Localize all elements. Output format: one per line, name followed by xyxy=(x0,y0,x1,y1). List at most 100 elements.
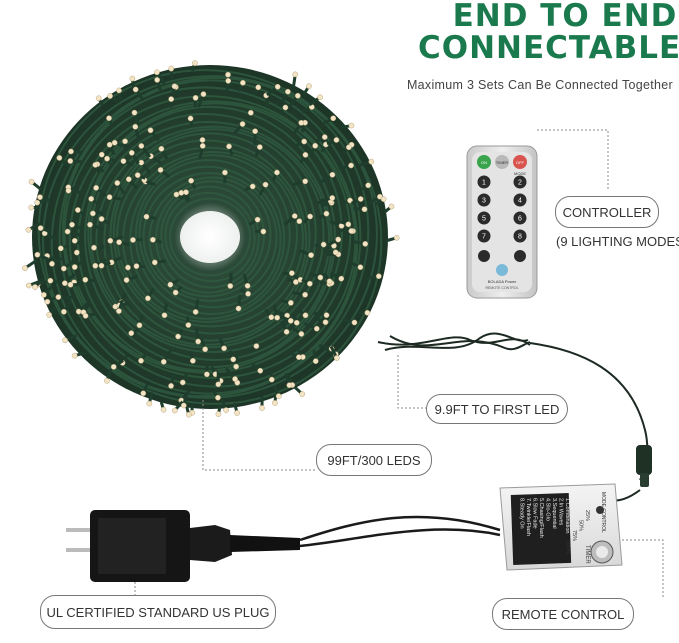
led-bulb xyxy=(98,151,105,158)
led-bulb xyxy=(362,241,369,247)
led-bulb xyxy=(125,264,131,271)
led-bulb xyxy=(147,127,154,134)
led-bulb xyxy=(132,123,139,130)
led-bulb xyxy=(98,216,105,222)
led-bulb xyxy=(69,221,75,228)
led-bulb xyxy=(348,122,355,129)
led-bulb xyxy=(204,371,210,378)
led-bulb xyxy=(37,225,44,231)
led-bulb xyxy=(172,289,179,296)
led-bulb xyxy=(138,357,144,364)
led-bulb xyxy=(239,121,246,127)
led-bulb xyxy=(116,308,122,314)
led-bulb xyxy=(185,322,192,328)
control-box-percent-label: 25% xyxy=(584,510,590,521)
led-bulb xyxy=(226,143,232,150)
led-bulb xyxy=(98,262,105,269)
remote-number-label: 3 xyxy=(482,198,486,205)
led-bulb xyxy=(145,295,151,302)
control-box-button-label: MODE CONTROL xyxy=(600,492,606,533)
led-bulb xyxy=(106,194,113,200)
led-bulb xyxy=(262,181,269,188)
led-bulb xyxy=(49,260,55,267)
led-bulb xyxy=(173,191,180,198)
coil-strand xyxy=(160,185,260,289)
led-bulb xyxy=(345,144,352,151)
remote-number-key xyxy=(477,175,491,189)
coil-strand xyxy=(116,146,304,328)
led-bulb xyxy=(298,119,305,126)
led-bulb xyxy=(167,281,174,288)
remote-number-label: 4 xyxy=(518,198,522,205)
led-bulb xyxy=(60,265,67,272)
led-bulb xyxy=(157,167,164,173)
led-bulb xyxy=(221,345,227,352)
led-bulb xyxy=(37,194,43,201)
led-bulb xyxy=(326,278,333,285)
led-bulb xyxy=(168,65,175,72)
led-bulb xyxy=(154,77,161,83)
led-bulb xyxy=(215,381,222,388)
led-bulb xyxy=(323,312,330,319)
led-bulb xyxy=(114,180,121,186)
led-bulb xyxy=(46,311,52,318)
remote-off-button xyxy=(513,155,527,169)
led-bulb xyxy=(133,263,140,269)
led-bulb xyxy=(56,155,63,161)
led-bulb xyxy=(125,176,132,183)
first-led-label: 9.9FT TO FIRST LED xyxy=(426,394,568,424)
led-bulb xyxy=(190,357,196,364)
led-bulb xyxy=(106,141,113,148)
led-bulb xyxy=(317,274,324,281)
led-bulb xyxy=(365,182,372,189)
led-bulb xyxy=(393,234,400,241)
control-box-mode-label: 1.Combination xyxy=(564,498,570,533)
led-bulb xyxy=(335,236,342,243)
length-label: 99FT/300 LEDS xyxy=(316,444,432,476)
led-bulb xyxy=(90,210,96,217)
led-bulb xyxy=(293,279,299,285)
led-bulb xyxy=(28,204,35,211)
led-bulb xyxy=(375,273,382,280)
led-bulb xyxy=(92,162,99,168)
led-bulb xyxy=(87,221,93,228)
coil-strand xyxy=(138,165,282,309)
remote-timer-button xyxy=(495,155,509,169)
led-bulb xyxy=(160,358,167,365)
control-box-mode-label: 4.Slo-Glo xyxy=(545,498,551,521)
led-bulb xyxy=(222,169,228,176)
led-bulb xyxy=(282,104,289,111)
remote-number-label: 1 xyxy=(482,180,486,187)
led-bulb xyxy=(47,277,54,284)
remote-number-label: 5 xyxy=(482,216,486,223)
led-bulb xyxy=(185,411,192,418)
led-bulb xyxy=(168,96,175,102)
led-bulb xyxy=(244,282,251,289)
led-bulb xyxy=(317,94,323,101)
remote-number-key xyxy=(513,229,527,243)
brightness-up-key xyxy=(514,250,526,262)
led-bulb xyxy=(199,143,206,149)
led-bulb xyxy=(110,364,117,370)
control-box-mode-label: 2.In Waves xyxy=(558,498,564,526)
led-bulb xyxy=(380,196,387,202)
led-bulb xyxy=(128,330,135,336)
led-bulb xyxy=(41,292,47,298)
led-bulb xyxy=(104,155,110,162)
control-box-mode-label: 7.Twinkle/Flash xyxy=(525,498,531,536)
led-bulb xyxy=(107,237,114,244)
led-bulb xyxy=(388,203,395,210)
remote-number-label: 7 xyxy=(482,234,486,241)
plug-label: UL CERTIFIED STANDARD US PLUG xyxy=(40,595,276,629)
led-bulb xyxy=(333,137,340,143)
remote-number-label: 8 xyxy=(518,234,522,241)
led-bulb xyxy=(357,196,364,202)
led-bulb xyxy=(171,83,178,90)
remote-mode-label: MODE xyxy=(514,171,526,176)
led-bulb xyxy=(312,358,319,364)
led-bulb xyxy=(32,284,38,290)
control-box-timer-label: TIMER xyxy=(584,545,590,564)
led-bulb xyxy=(285,88,291,95)
led-bulb xyxy=(55,294,62,300)
